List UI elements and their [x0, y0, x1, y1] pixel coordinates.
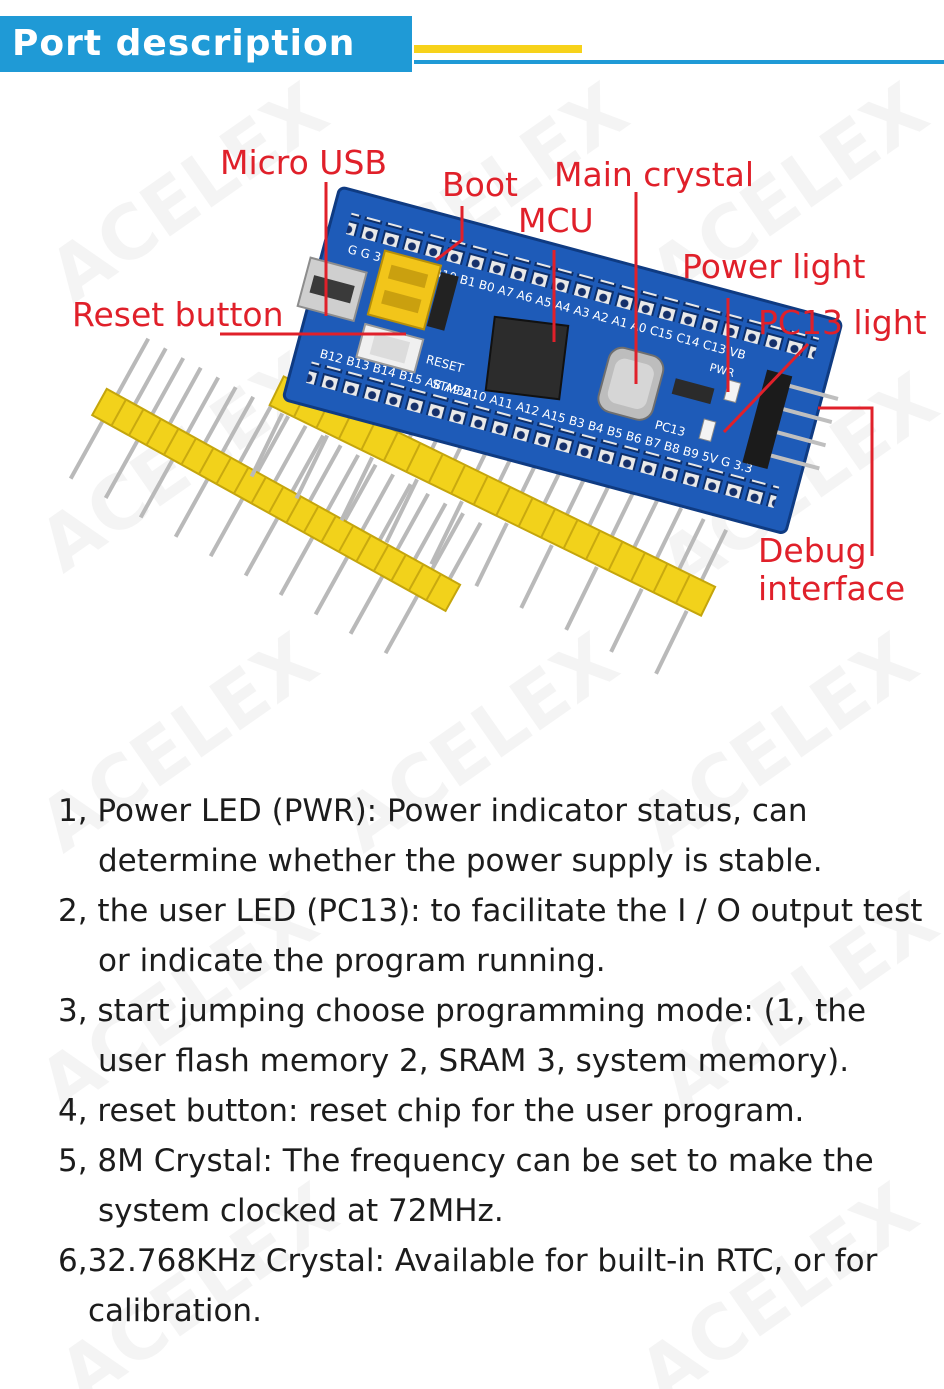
- callout-leaders: [220, 182, 874, 556]
- description-item: 3, start jumping choose programming mode…: [58, 993, 867, 1079]
- page-title: Port description: [12, 23, 356, 64]
- pc13-led: [698, 418, 717, 443]
- description-item: 1, Power LED (PWR): Power indicator stat…: [58, 793, 823, 879]
- micro-usb-connector: [296, 256, 368, 323]
- board-illustration: G G 3.3 R B11 B10 B1 B0 A7 A6 A5 A4 A3 A…: [68, 182, 874, 675]
- pc13-light-leader: [722, 342, 810, 434]
- main-crystal-component: [597, 346, 665, 421]
- header-bar: [0, 16, 412, 72]
- callout-reset-button: Reset button: [72, 295, 284, 334]
- rtc-crystal-component: [671, 378, 715, 405]
- boot-jumpers: [366, 249, 459, 331]
- board-figure: G G 3.3 R B11 B10 B1 B0 A7 A6 A5 A4 A3 A…: [0, 80, 944, 760]
- mcu-chip: STM32: [430, 315, 570, 401]
- callout-boot: Boot: [442, 165, 518, 204]
- callout-pc13-light: PC13 light: [758, 303, 927, 342]
- description-item: 2, the user LED (PC13): to facilitate th…: [58, 893, 923, 979]
- port-description-list: 1, Power LED (PWR): Power indicator stat…: [58, 786, 928, 1336]
- description-item: 4, reset button: reset chip for the user…: [58, 1093, 805, 1129]
- description-item: 6,32.768KHz Crystal: Available for built…: [58, 1243, 878, 1329]
- callout-debug-interface: Debug interface: [758, 531, 906, 608]
- debug-interface-leader: [818, 406, 874, 556]
- pcb-board: G G 3.3 R B11 B10 B1 B0 A7 A6 A5 A4 A3 A…: [282, 186, 843, 535]
- callout-power-light: Power light: [682, 247, 866, 286]
- boot-leader: [435, 206, 464, 262]
- debug-header: [742, 369, 839, 471]
- pin-header-strip-left: [68, 337, 483, 655]
- callout-main-crystal: Main crystal: [554, 155, 755, 194]
- callout-micro-usb: Micro USB: [220, 143, 388, 182]
- header-accent-yellow: [414, 45, 582, 53]
- callout-mcu: MCU: [518, 201, 594, 240]
- description-item: 5, 8M Crystal: The frequency can be set …: [58, 1143, 874, 1229]
- header-accent-line: [414, 60, 944, 64]
